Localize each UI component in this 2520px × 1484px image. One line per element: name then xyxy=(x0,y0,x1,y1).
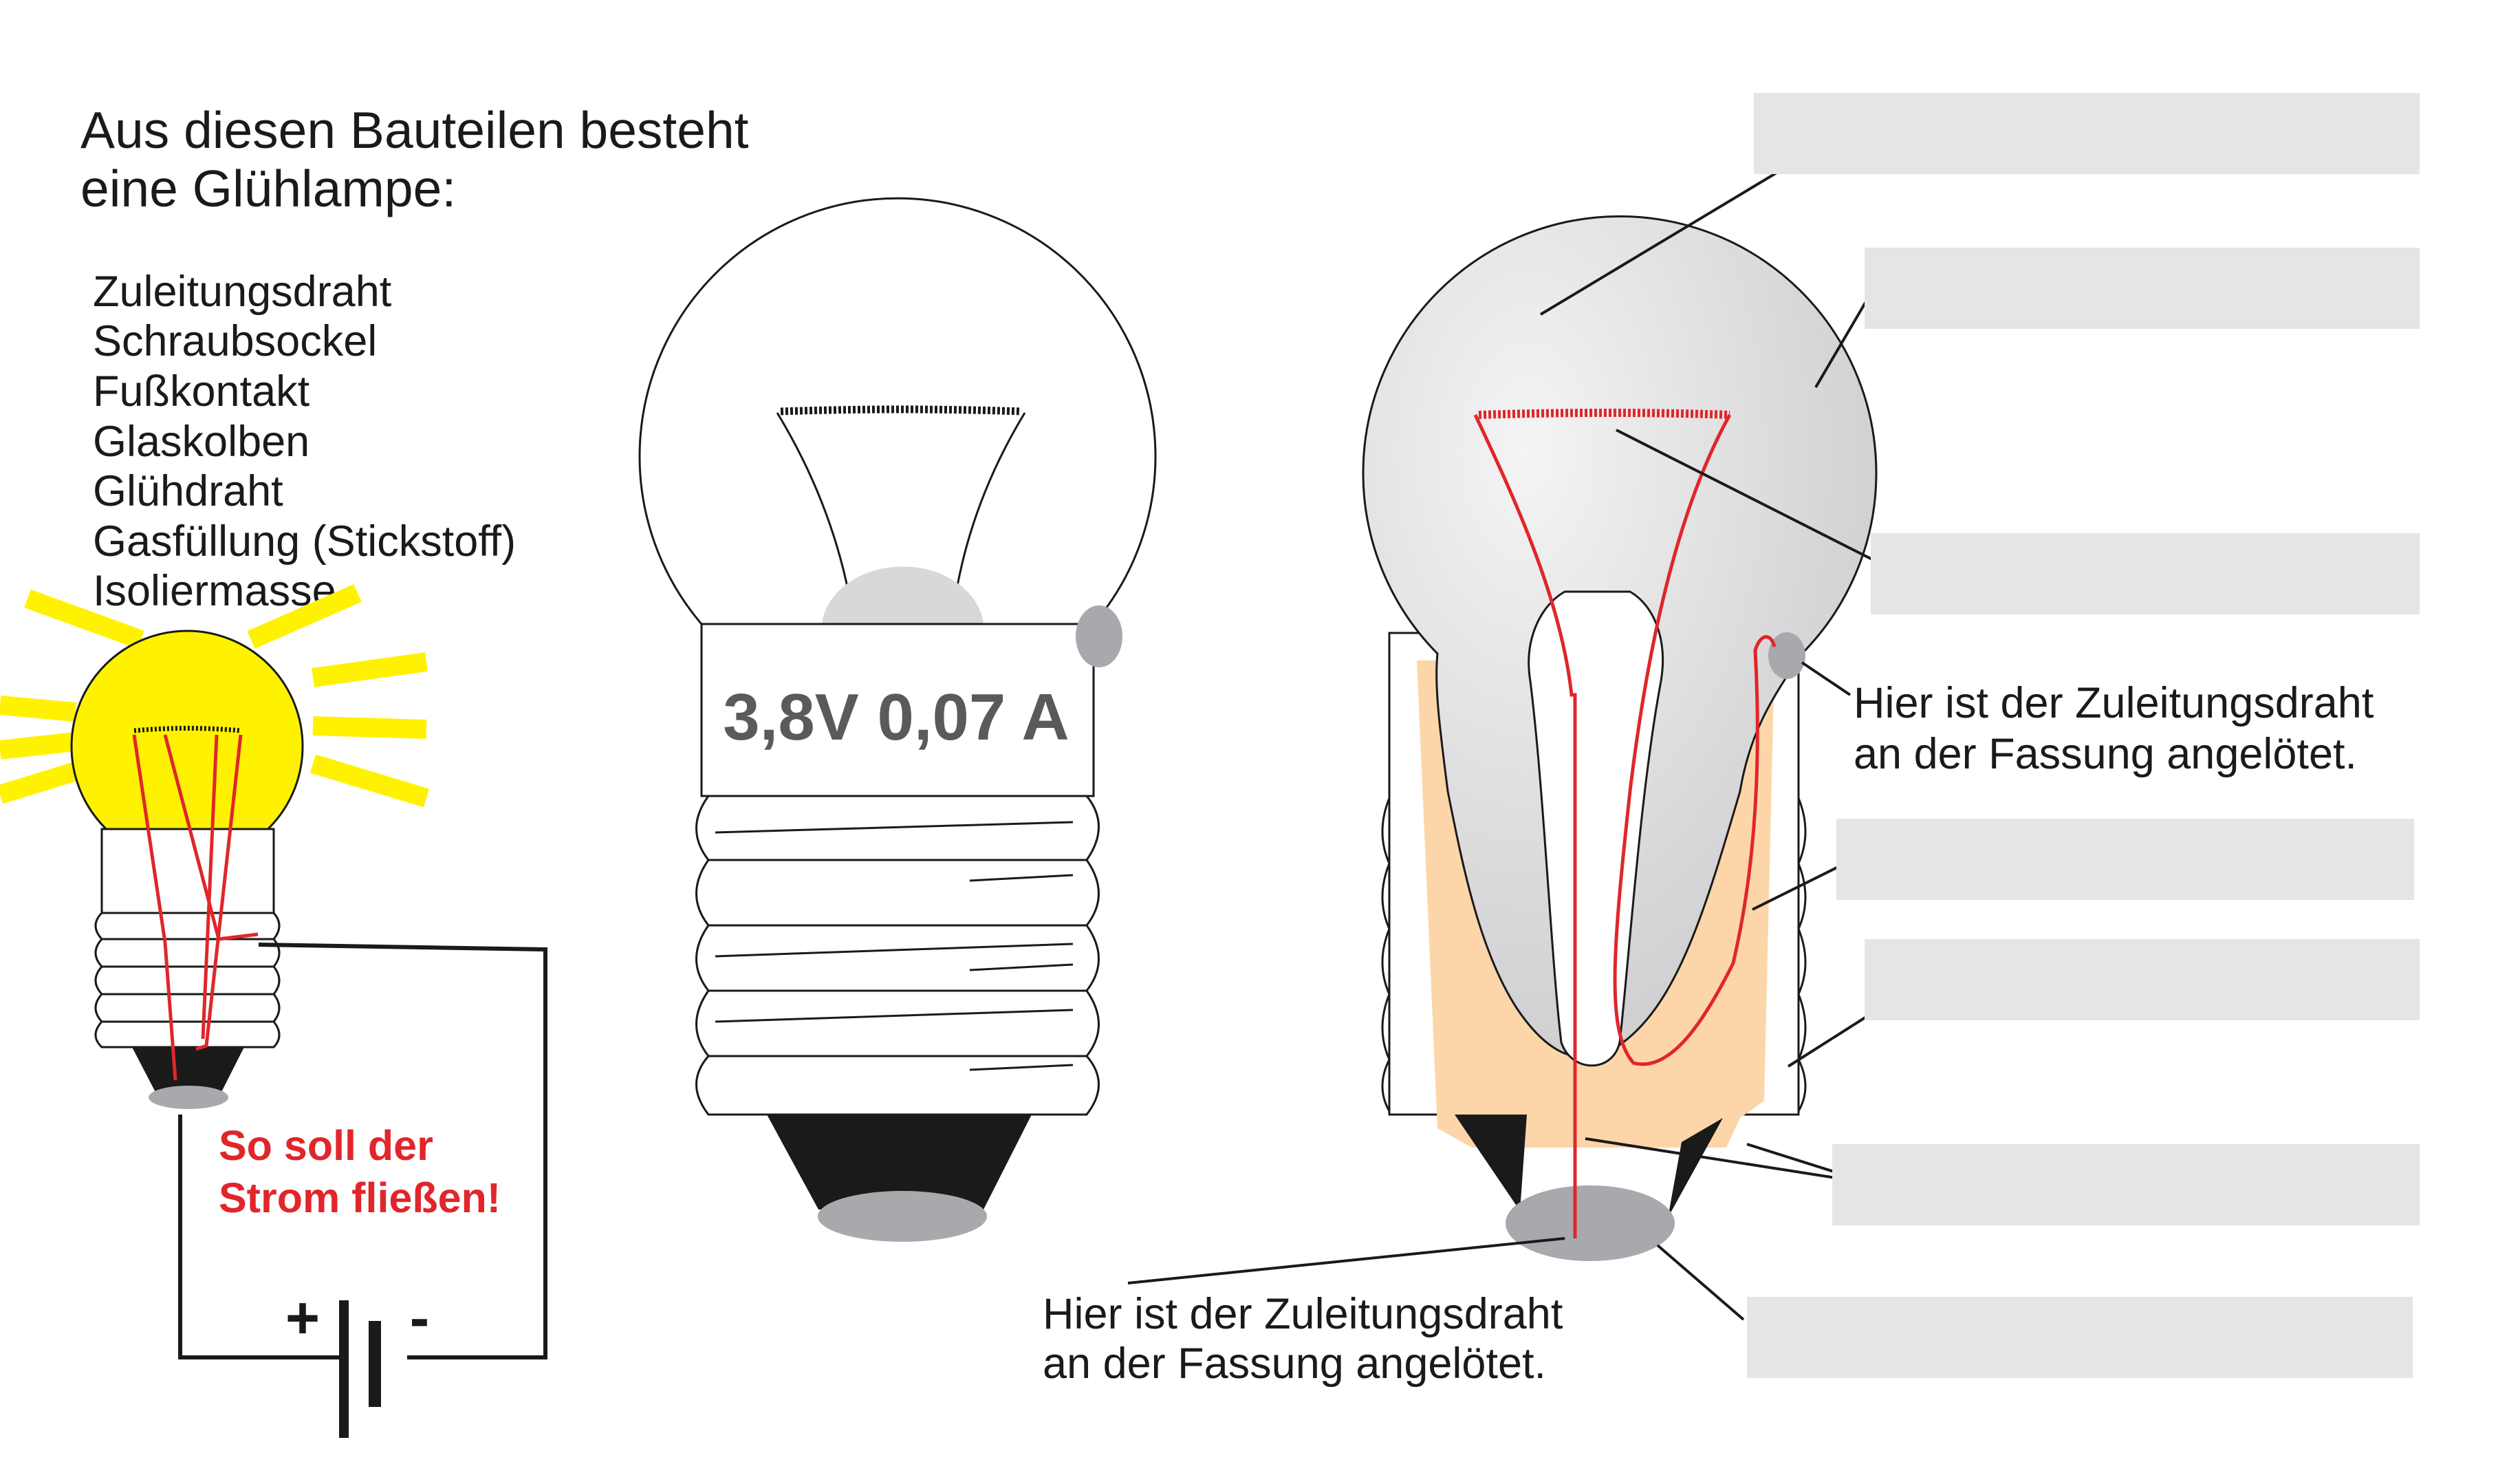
screw-thread xyxy=(695,795,1100,1116)
glass-stem-cutaway xyxy=(1528,590,1664,1067)
glowing-globe xyxy=(70,630,304,863)
small-thread xyxy=(94,912,281,1049)
answer-boxes xyxy=(1747,93,2420,1378)
outline-filament xyxy=(780,405,1022,416)
cutaway-lamp xyxy=(1362,215,1878,1261)
part-item: Glaskolben xyxy=(93,418,309,466)
side-contact-cutaway xyxy=(1768,632,1805,679)
answer-box-supply-wire[interactable] xyxy=(1832,1144,2420,1225)
part-item: Fußkontakt xyxy=(93,367,310,416)
rating-collar xyxy=(700,623,1095,797)
parts-list: Zuleitungsdraht Schraubsockel Fußkontakt… xyxy=(93,268,516,615)
leader-lines xyxy=(1127,169,1884,1321)
answer-box-glass-bulb[interactable] xyxy=(1754,93,2420,174)
black-insulator-cutaway xyxy=(1455,1115,1527,1211)
answer-box-screw-base[interactable] xyxy=(1865,939,2420,1020)
part-item: Schraubsockel xyxy=(93,317,377,365)
part-item: Gasfüllung (Stickstoff) xyxy=(93,517,516,566)
solder-note-side: Hier ist der Zuleitungsdraht an der Fass… xyxy=(1854,679,2374,778)
answer-box-foot-contact[interactable] xyxy=(1747,1297,2413,1378)
lamp-rating: 3,8V 0,07 A xyxy=(723,680,1069,754)
battery-minus-label: - xyxy=(410,1285,430,1351)
current-note-line-2: Strom fließen! xyxy=(219,1174,501,1221)
black-insulator-cutaway-right xyxy=(1668,1118,1723,1218)
battery-plus-label: + xyxy=(285,1285,320,1351)
glow-filament xyxy=(1478,409,1730,419)
thread-groove-lines xyxy=(715,821,1074,1071)
heading-line-2: eine Glühlampe: xyxy=(80,160,456,217)
part-item: Glühdraht xyxy=(93,467,283,515)
solder-note-bottom-line-2: an der Fassung angelötet. xyxy=(1043,1340,1546,1388)
light-rays xyxy=(0,584,430,808)
answer-box-filament[interactable] xyxy=(1871,533,2420,614)
red-supply-wires xyxy=(1473,413,1777,1238)
base-thread-lines xyxy=(1381,797,1807,1112)
solder-note-bottom: Hier ist der Zuleitungsdraht an der Fass… xyxy=(1043,1290,1563,1388)
current-note-line-1: So soll der xyxy=(219,1122,433,1169)
part-item: Zuleitungsdraht xyxy=(93,268,392,316)
small-red-wires xyxy=(132,734,259,1081)
small-foot-contact xyxy=(149,1086,228,1109)
heading-line-1: Aus diesen Bauteilen besteht xyxy=(80,101,749,159)
black-insulator xyxy=(767,1115,1032,1209)
small-black-insulator xyxy=(132,1047,244,1097)
solder-note-side-line-1: Hier ist der Zuleitungsdraht xyxy=(1854,679,2374,727)
foot-contact-cutaway xyxy=(1506,1185,1675,1261)
outline-lamp: 3,8V 0,07 A xyxy=(638,197,1157,1242)
heading: Aus diesen Bauteilen besteht eine Glühla… xyxy=(80,101,749,217)
glowing-lamp: + - So soll der Strom fließen! xyxy=(0,584,547,1438)
part-item: Isoliermasse xyxy=(93,567,336,615)
small-neck xyxy=(100,828,275,914)
solder-note-side-line-2: an der Fassung angelötet. xyxy=(1854,730,2357,778)
solder-note-bottom-line-1: Hier ist der Zuleitungsdraht xyxy=(1043,1290,1563,1338)
side-contact xyxy=(1076,605,1122,667)
foot-contact xyxy=(818,1191,987,1242)
circuit-wire xyxy=(178,943,547,1359)
glass-stem xyxy=(822,566,984,624)
battery-symbol xyxy=(339,1300,381,1438)
answer-box-gas-filling[interactable] xyxy=(1865,248,2420,329)
answer-box-insulation[interactable] xyxy=(1836,819,2414,900)
